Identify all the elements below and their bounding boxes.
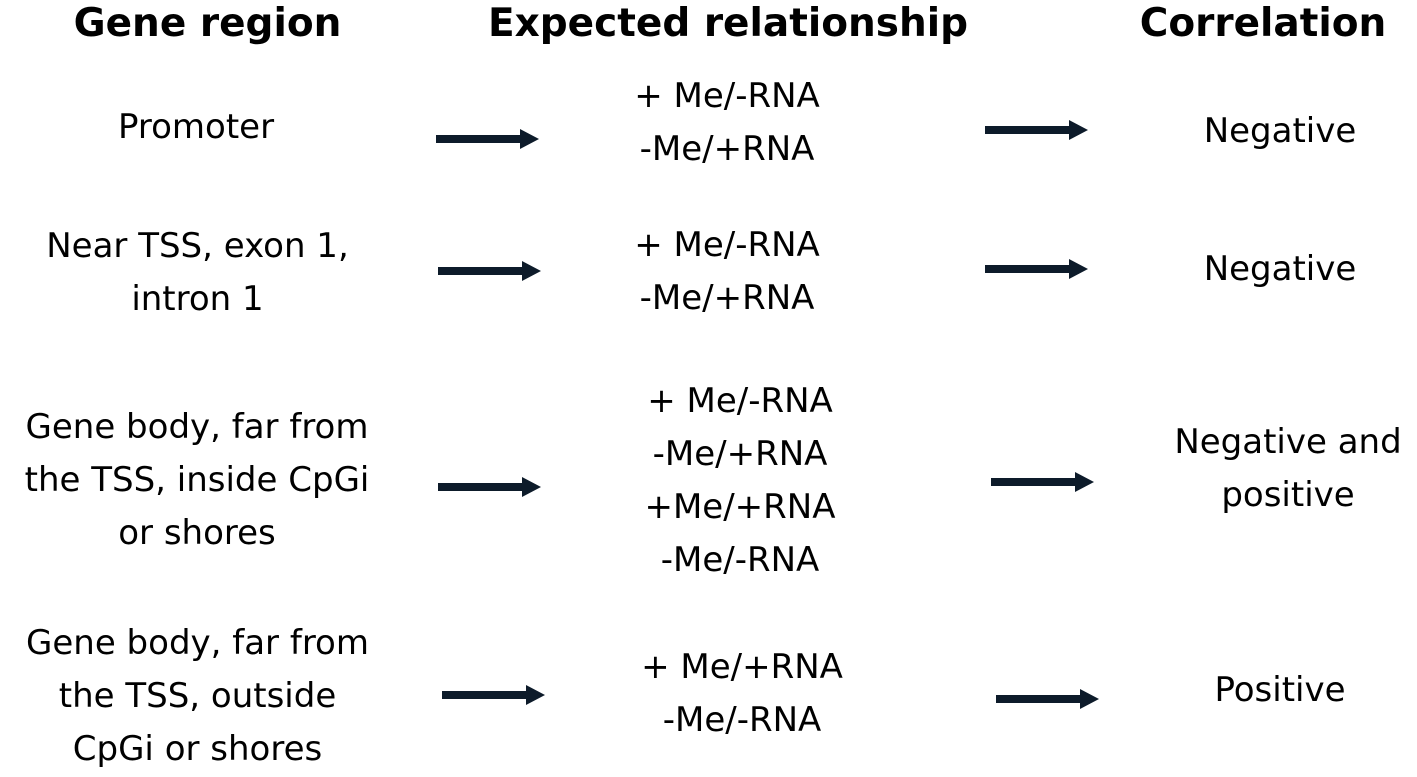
row-1-region: Promoter [0,101,392,154]
row-3-relationship-line-2: -Me/+RNA [652,434,828,474]
row-2-arrow-right-icon [985,259,1088,279]
row-3-region-line-3: or shores [118,513,276,553]
row-4-arrow-right-icon [996,689,1099,709]
row-3-arrow-left-icon [438,477,541,497]
row-1-arrow-left-icon [436,129,539,149]
row-1-relationship: + Me/-RNA -Me/+RNA [577,70,877,176]
row-2-relationship-line-2: -Me/+RNA [639,278,815,318]
row-2-correlation-line-1: Negative [1203,249,1357,289]
header-correlation: Correlation [1139,1,1387,46]
row-2-region: Near TSS, exon 1, intron 1 [0,220,395,326]
header-gene-region: Gene region [73,1,342,46]
header-expected-relationship: Expected relationship [487,1,969,46]
row-2-region-line-1: Near TSS, exon 1, [46,226,349,266]
row-4-region-line-1: Gene body, far from [26,623,369,663]
row-4-correlation-line-1: Positive [1214,670,1346,710]
row-3-correlation-line-1: Negative and [1174,422,1402,462]
row-4-relationship-line-1: + Me/+RNA [641,647,843,687]
row-3-relationship: + Me/-RNA -Me/+RNA +Me/+RNA -Me/-RNA [590,375,890,587]
row-3-relationship-line-4: -Me/-RNA [660,540,820,580]
row-3-correlation: Negative and positive [1150,416,1417,522]
row-4-region-line-3: CpGi or shores [72,729,323,769]
row-1-relationship-line-1: + Me/-RNA [634,76,820,116]
row-4-region: Gene body, far from the TSS, outside CpG… [0,617,395,776]
row-3-relationship-line-3: +Me/+RNA [644,487,836,527]
row-1-correlation-line-1: Negative [1203,111,1357,151]
row-3-arrow-right-icon [991,472,1094,492]
row-2-correlation: Negative [1150,243,1410,296]
row-1-region-line-1: Promoter [117,107,275,147]
row-4-arrow-left-icon [442,685,545,705]
row-2-region-line-2: intron 1 [131,279,264,319]
row-2-arrow-left-icon [438,261,541,281]
row-1-relationship-line-2: -Me/+RNA [639,129,815,169]
row-4-region-line-2: the TSS, outside [58,676,337,716]
row-4-relationship: + Me/+RNA -Me/-RNA [592,641,892,747]
row-1-correlation: Negative [1150,105,1410,158]
row-1-arrow-right-icon [985,120,1088,140]
row-2-relationship-line-1: + Me/-RNA [634,225,820,265]
row-3-relationship-line-1: + Me/-RNA [647,381,833,421]
row-4-relationship-line-2: -Me/-RNA [662,700,822,740]
row-4-correlation: Positive [1150,664,1410,717]
row-3-region-line-2: the TSS, inside CpGi [24,460,370,500]
row-3-correlation-line-2: positive [1221,475,1355,515]
row-3-region-line-1: Gene body, far from [25,407,369,447]
row-3-region: Gene body, far from the TSS, inside CpGi… [0,401,394,560]
row-2-relationship: + Me/-RNA -Me/+RNA [577,219,877,325]
